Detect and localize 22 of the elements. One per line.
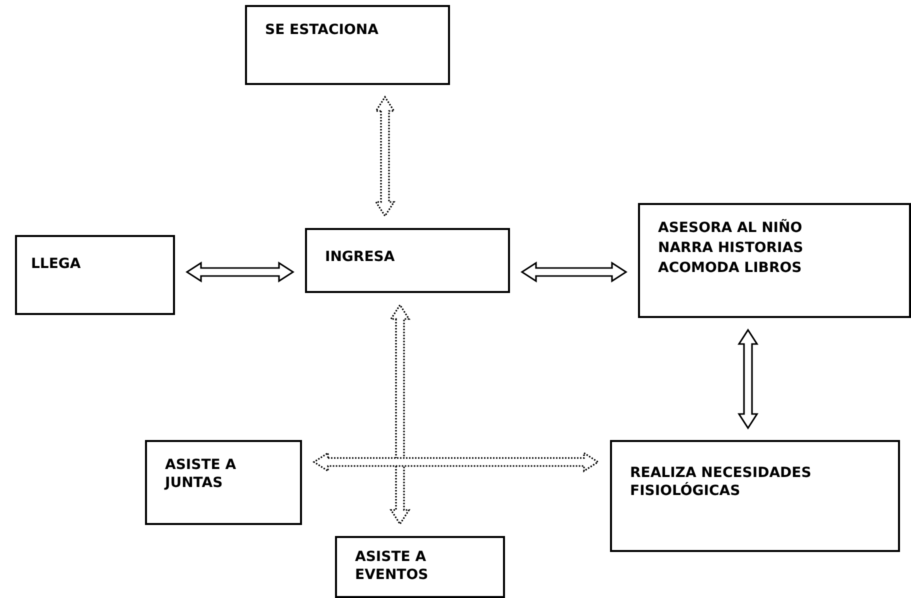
double-arrow <box>374 96 396 218</box>
box-text: ASISTE A EVENTOS <box>355 548 430 584</box>
process-box <box>610 440 900 552</box>
process-box <box>638 203 911 318</box>
process-box <box>15 235 175 315</box>
box-text: ASISTE A JUNTAS <box>165 456 238 492</box>
double-arrow <box>186 262 294 282</box>
double-arrow <box>520 262 628 282</box>
process-box <box>335 536 505 598</box>
process-box <box>245 5 450 85</box>
double-arrow <box>390 304 410 526</box>
double-arrow <box>738 328 758 430</box>
box-text: LLEGA <box>31 255 82 274</box>
double-arrow <box>312 452 600 472</box>
box-text: REALIZA NECESIDADES FISIOLÓGICAS <box>630 464 812 500</box>
box-text: SE ESTACIONA <box>265 21 380 40</box>
box-text: INGRESA <box>325 248 396 266</box>
box-text: NARRA HISTORIAS <box>658 239 804 258</box>
box-text: ACOMODA LIBROS <box>658 259 803 278</box>
process-box <box>305 228 510 293</box>
box-text: ASESORA AL NIÑO <box>658 219 804 238</box>
process-box <box>145 440 302 525</box>
